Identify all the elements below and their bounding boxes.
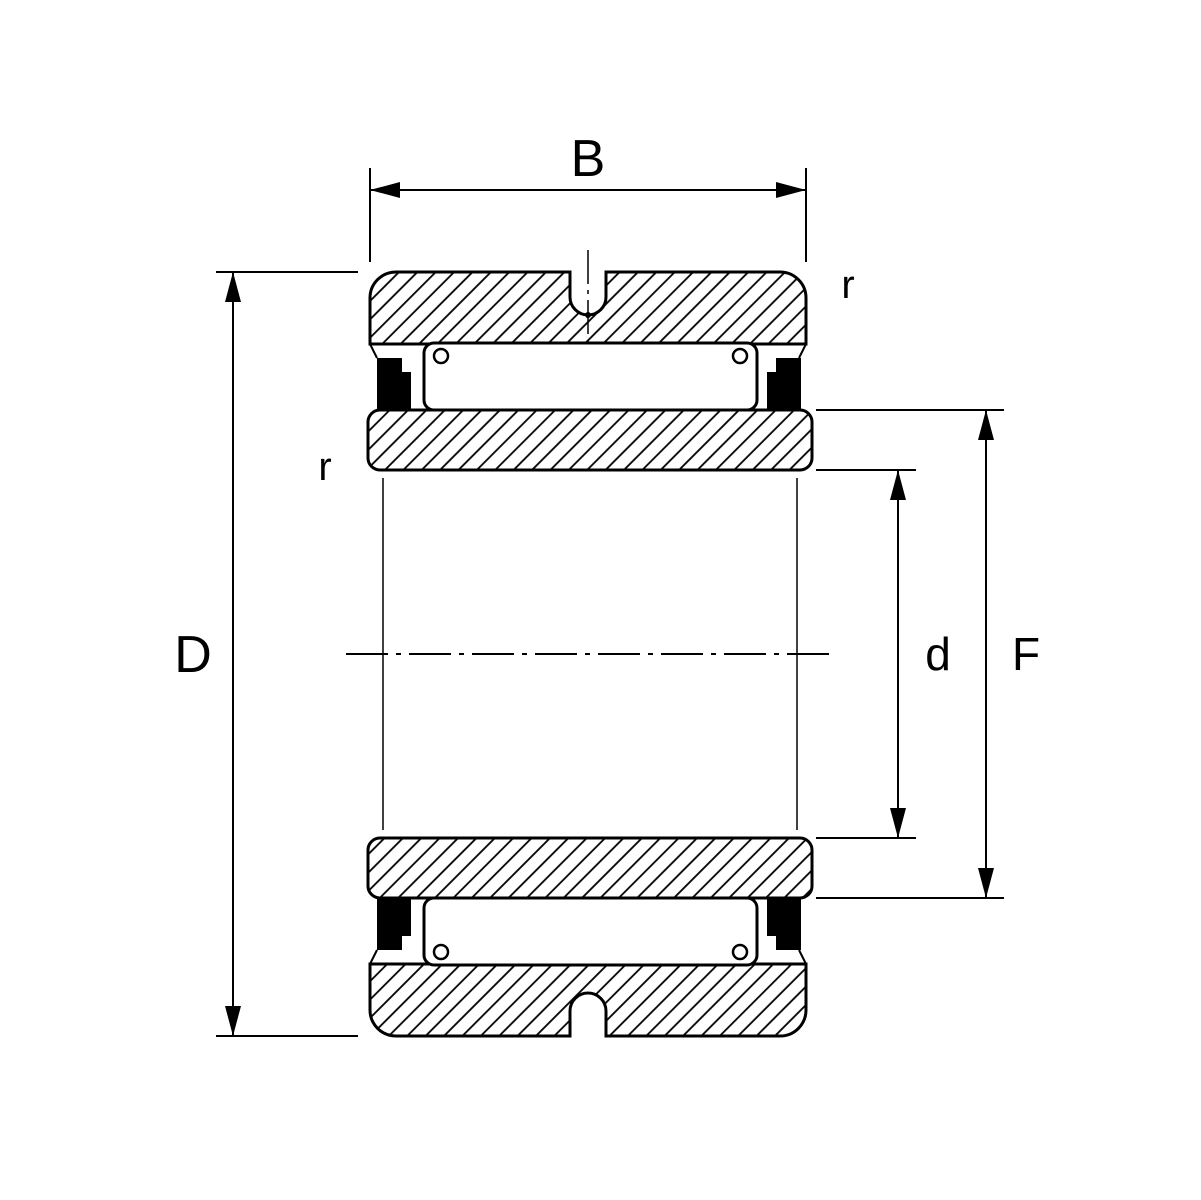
dimension-D: D: [174, 271, 358, 1037]
arrowhead-bore-bottom: [890, 808, 906, 838]
dimension-d-bore: d: [816, 469, 951, 839]
label-r-left: r: [318, 445, 331, 489]
roller-row-top: [422, 341, 759, 412]
roller-rows: [422, 341, 759, 967]
outer-ring-bottom-section: [368, 962, 808, 1038]
roller-end-bottom-right: [731, 943, 749, 961]
seals: [377, 358, 801, 950]
inner-ring-top-section: [366, 408, 814, 472]
label-F: F: [1012, 628, 1040, 680]
bearing-body: [346, 250, 830, 1038]
seal-top-left-notch: [402, 358, 411, 372]
edge-chamfer-top-left: [369, 343, 378, 359]
roller-end-top-left: [432, 347, 450, 365]
roller-row-bottom: [422, 896, 759, 967]
arrowhead-b-right: [776, 182, 806, 198]
roller-end-top-right: [731, 347, 749, 365]
dimension-F: F: [816, 409, 1040, 899]
roller-end-bottom-left: [432, 943, 450, 961]
edge-chamfer-top-right: [798, 343, 807, 359]
arrowhead-d-outer-bottom: [225, 1006, 241, 1036]
edge-chamfer-bottom-left: [369, 949, 378, 965]
seal-top-right-notch: [767, 358, 776, 372]
label-d: d: [925, 628, 951, 680]
arrowhead-d-outer-top: [225, 272, 241, 302]
arrowhead-b-left: [370, 182, 400, 198]
dimension-B: B: [369, 130, 807, 262]
arrowhead-bore-top: [890, 470, 906, 500]
arrowhead-f-bottom: [978, 868, 994, 898]
label-D: D: [174, 626, 212, 684]
arrowhead-f-top: [978, 410, 994, 440]
groove-center-dot: [585, 312, 591, 318]
label-r-top-right: r: [841, 263, 854, 307]
label-B: B: [571, 130, 606, 188]
seal-bottom-right-notch: [767, 936, 776, 950]
seal-bottom-left-notch: [402, 936, 411, 950]
inner-ring-bottom-section: [366, 836, 814, 900]
edge-chamfer-bottom-right: [798, 949, 807, 965]
